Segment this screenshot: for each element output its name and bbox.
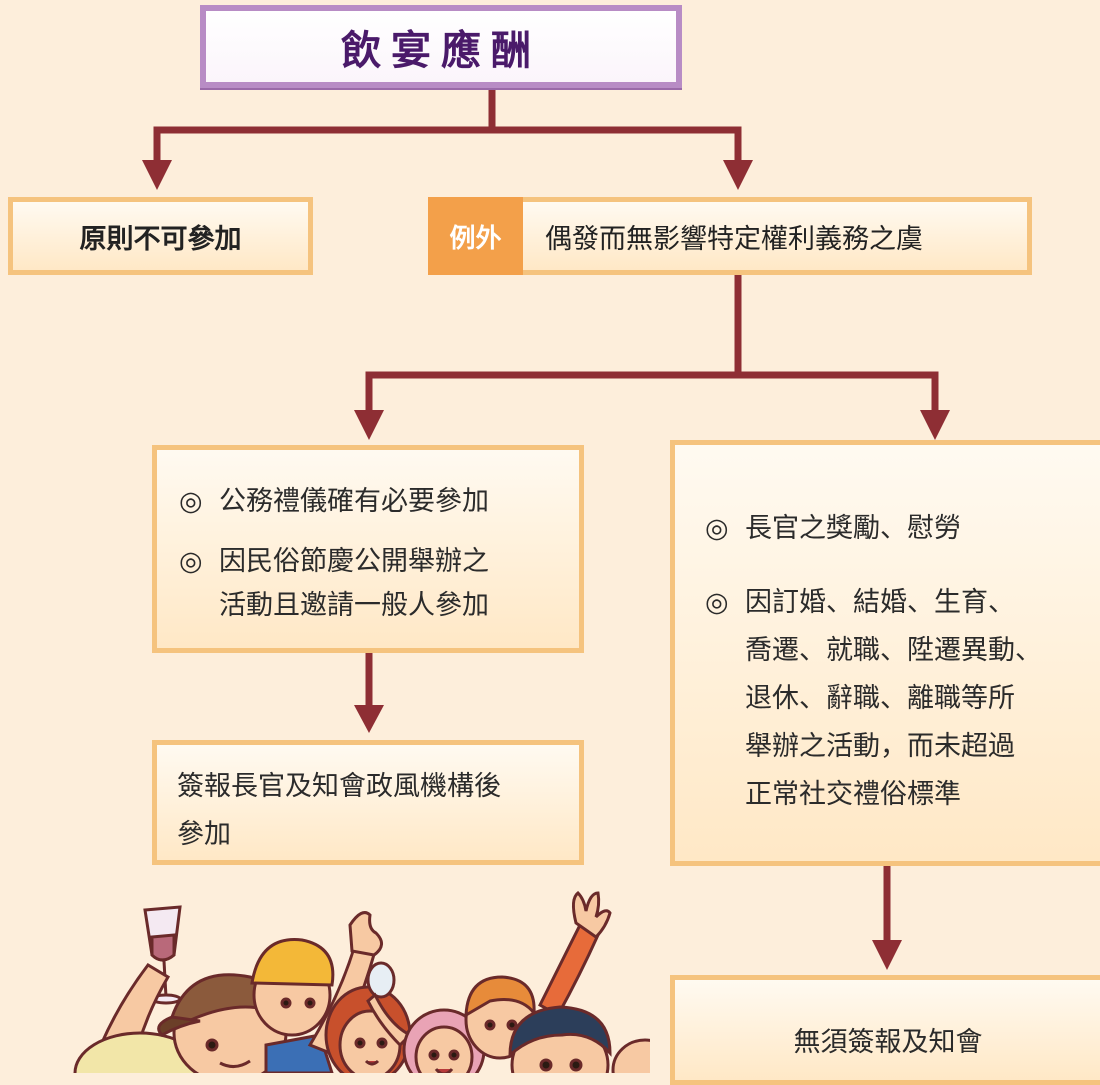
left-result-text: 簽報長官及知會政風機構後 參加 [177,771,501,850]
title-box: 飲宴應酬 [200,5,682,88]
bullet-mark: ◎ [705,513,729,544]
arrow-to-left-case [354,410,384,440]
right-case-item-text: 因訂婚、結婚、生育、 喬遷、就職、陞遷異動、 退休、辭職、離職等所 舉辦之活動，… [745,587,1042,810]
left-result-box: 簽報長官及知會政風機構後 參加 [152,740,584,865]
right-case-item: ◎ 因訂婚、結婚、生育、 喬遷、就職、陞遷異動、 退休、辭職、離職等所 舉辦之活… [705,579,1100,819]
arrow-to-right-result [872,940,902,970]
right-case-box: ◎ 長官之獎勵、慰勞 ◎ 因訂婚、結婚、生育、 喬遷、就職、陞遷異動、 退休、辭… [670,440,1100,866]
rule-text: 原則不可參加 [79,223,242,255]
exception-tag: 例外 [428,197,523,275]
arrow-to-exception [723,160,753,190]
left-case-box: ◎ 公務禮儀確有必要參加 ◎ 因民俗節慶公開舉辦之 活動且邀請一般人參加 [152,445,584,653]
right-result-text: 無須簽報及知會 [793,1027,983,1058]
bullet-mark: ◎ [705,587,729,618]
right-case-item-text: 長官之獎勵、慰勞 [745,513,961,544]
exception-box: 例外 偶發而無影響特定權利義務之虞 [428,197,1032,275]
rule-box: 原則不可參加 [8,197,313,275]
left-case-item-text: 因民俗節慶公開舉辦之 活動且邀請一般人參加 [219,546,489,621]
right-result-box: 無須簽報及知會 [670,975,1100,1085]
arrow-to-right-case [920,410,950,440]
bullet-mark: ◎ [179,486,203,517]
arrow-to-rule [142,160,172,190]
left-case-item: ◎ 因民俗節慶公開舉辦之 活動且邀請一般人參加 [179,540,579,628]
exception-text: 偶發而無影響特定權利義務之虞 [545,223,923,255]
title-text: 飲宴應酬 [341,27,541,74]
arrow-to-left-result [354,705,384,733]
left-case-item-text: 公務禮儀確有必要參加 [219,486,489,517]
bullet-mark: ◎ [179,546,203,577]
left-case-item: ◎ 公務禮儀確有必要參加 [179,480,579,524]
party-people-illustration [73,891,650,1073]
right-case-item: ◎ 長官之獎勵、慰勞 [705,505,1100,553]
